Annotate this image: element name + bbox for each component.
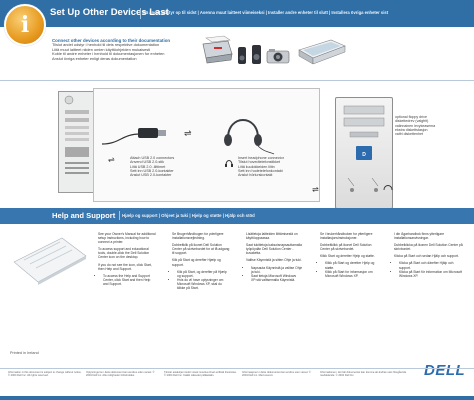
usb-cable-illustration: ⇌ [101,128,192,145]
callout-line: optional floppy drive [395,115,427,119]
section-rule [0,80,474,81]
page-subtitle: Sä andet udstyr op til sidst | Asenna mu… [143,10,389,15]
tower-front: D [343,105,385,192]
help-bullet: Klik på Start, og derefter på Hjælp og s… [177,270,230,278]
callout-line: valinnainen levykeasema [395,123,436,128]
help-paragraph: Dobbeltklik på ikonet Dell Solution Cent… [172,243,230,256]
info-icon-glyph: i [20,12,30,38]
help-paragraph: Dubbelklicka på ikonen Dell Solution Cen… [394,243,463,252]
help-paragraph: Lisätietoja laitteiden liittämisestä on … [246,232,298,241]
svg-text:⇌: ⇌ [312,185,319,194]
help-bullets: Napsauta Käynnistä ja valitse Ohje ja tu… [246,266,304,282]
help-bullet: Hvis du vil have oplysninger om Microsof… [177,278,230,290]
fine-print: Information in this document is subject … [8,371,82,378]
usb-line: Liitä USB 2.0 -liittimet [130,164,166,169]
help-bullet: Saat tietoja Microsoft Windows XP:stä va… [251,274,304,282]
help-column: Lisätietoja laitteiden liittämisestä on … [246,232,304,282]
help-column: Se i brukerhåndboken for ytterligere ins… [320,232,378,278]
help-paragraph: Se i brukerhåndboken for ytterligere ins… [320,232,373,241]
callout-line: valfri diskettenhet [395,132,423,137]
header-band [0,0,474,27]
front-port-icons: ⇌ [312,177,393,194]
usb-line: Anslut USB 2.0-kontakter [130,173,172,178]
help-paragraph: Klik på Start og derefter Hjælp og suppo… [172,258,221,267]
usb-line: Attach USB 2.0 connectors [130,156,175,160]
svg-text:D: D [362,152,366,158]
info-icon: i [4,4,46,46]
camera-illustration [266,49,290,64]
header-divider [140,8,141,19]
help-bullet: Napsauta Käynnistä ja valitse Ohje ja tu… [251,266,304,274]
connect-line: Liitä muut laitteet niiden omien käyttöo… [52,46,151,52]
dell-logo: DELL [424,362,466,379]
back-panel-ports [64,95,89,174]
help-band [0,208,474,224]
help-divider [119,211,120,220]
help-subtitle: Hjælp og support | Ohjeet ja tuki | Hjel… [122,213,255,218]
computer-back-panel [58,91,96,193]
computer-tower: D [335,97,393,209]
help-paragraph: Saat tukitietoja kaksoisnapsauttamalla t… [246,243,302,256]
help-bullet: To access the Help and Support Center, c… [103,274,156,286]
audio-line: Liitä kuulokkeiden liitin [238,164,275,169]
fine-print: Tämän asiakirjan tiedot voivat muuttua i… [164,371,237,378]
floppy-callout: optional floppy drive diskettedrev (valg… [395,115,435,136]
fine-print: Oplysningerne i dette dokument kan ændre… [86,371,155,378]
help-column: See your Owner's Manual for additional s… [98,232,156,286]
help-bullet: Klikk på Start for informasjon om Micros… [325,270,378,278]
usb-icon: ⇌ [108,155,115,164]
connection-illustration-frame [93,88,320,202]
connect-line: Anslut övriga enheter enligt deras dokum… [52,55,137,61]
fine-print: Informasjonen i dette dokumentet kan end… [242,371,311,378]
usb-line: Anvend USB 2.0-stik [130,160,165,165]
help-paragraph: I din Ägarhandbok finns ytterligare inst… [394,232,445,241]
audio-line: Insert headphone connector [238,156,284,160]
headphone-icon [225,160,233,167]
help-column: Se Brugerhåndbogen for yderligere instal… [172,232,230,290]
help-paragraph: Dobbeltklikk på ikonet Dell Solution Cen… [320,243,372,252]
printer-illustration [202,35,233,64]
connect-title: Connect other devices according to their… [52,38,171,43]
help-bullet: Klikk på Start og deretter Hjelp og støt… [325,261,378,269]
headphone-instructions: Insert headphone connector Tilslut hoved… [238,156,284,177]
speakers-illustration [238,45,261,64]
connect-instructions: Connect other devices according to their… [52,38,202,61]
help-bullets: Klicka på Start och därefter Hjälp och s… [394,261,464,277]
help-bullet: Klicka på Start och därefter Hjälp och s… [399,261,464,269]
audio-line: Anslut hörlurskontakt [238,173,273,178]
help-paragraph: See your Owner's Manual for additional s… [98,232,156,245]
printed-note: Printed in Ireland [10,351,39,355]
page-title: Set Up Other Devices Last [50,7,169,18]
help-bullet: Klicka på Start för information om Micro… [399,270,464,278]
headset-illustration [224,119,275,155]
help-paragraph: Klikk Start og deretter Hjelp og støtte. [320,254,375,259]
owners-manual-illustration [13,237,87,285]
callout-line: diskettedrev (valgfrit) [395,119,429,124]
usb-line: Sett inn USB 2.0-kontakter [130,168,174,173]
scanner-illustration [298,39,346,65]
help-paragraph: Valitse Käynnistä ja sitten Ohje ja tuki… [246,258,302,263]
svg-text:⇌: ⇌ [184,129,192,139]
footer-rule [0,368,474,369]
audio-line: Sett inn hodetelefonkontakt [238,168,283,173]
help-paragraph: To access support and educational tools,… [98,247,150,260]
connect-line: Tilslut andet udstyr i henhold til dets … [52,42,160,47]
help-bullets: Klik på Start, og derefter på Hjælp og s… [172,270,230,290]
help-paragraph: Se Brugerhåndbogen for yderligere instal… [172,232,224,241]
help-bullets: To access the Help and Support Center, c… [98,274,156,286]
footer-band [0,396,474,400]
help-paragraph: If you do not see the icon, click Start,… [98,262,152,271]
connect-line: Koble til andre enheter i henhold til do… [52,51,165,57]
callout-line: ekstra diskettstasjon [395,127,428,132]
help-title: Help and Support [52,211,116,220]
help-column: I din Ägarhandbok finns ytterligare inst… [394,232,464,278]
help-bullets: Klikk på Start og deretter Hjelp og støt… [320,261,378,277]
fine-print: Informationen i det här dokumentet kan k… [320,371,407,378]
usb-instructions: Attach USB 2.0 connectors Anvend USB 2.0… [130,156,174,177]
help-paragraph: Klicka på Start och sedan Hjälp och supp… [394,254,459,259]
audio-line: Tilslut hovedtelefonstikket [238,160,281,165]
